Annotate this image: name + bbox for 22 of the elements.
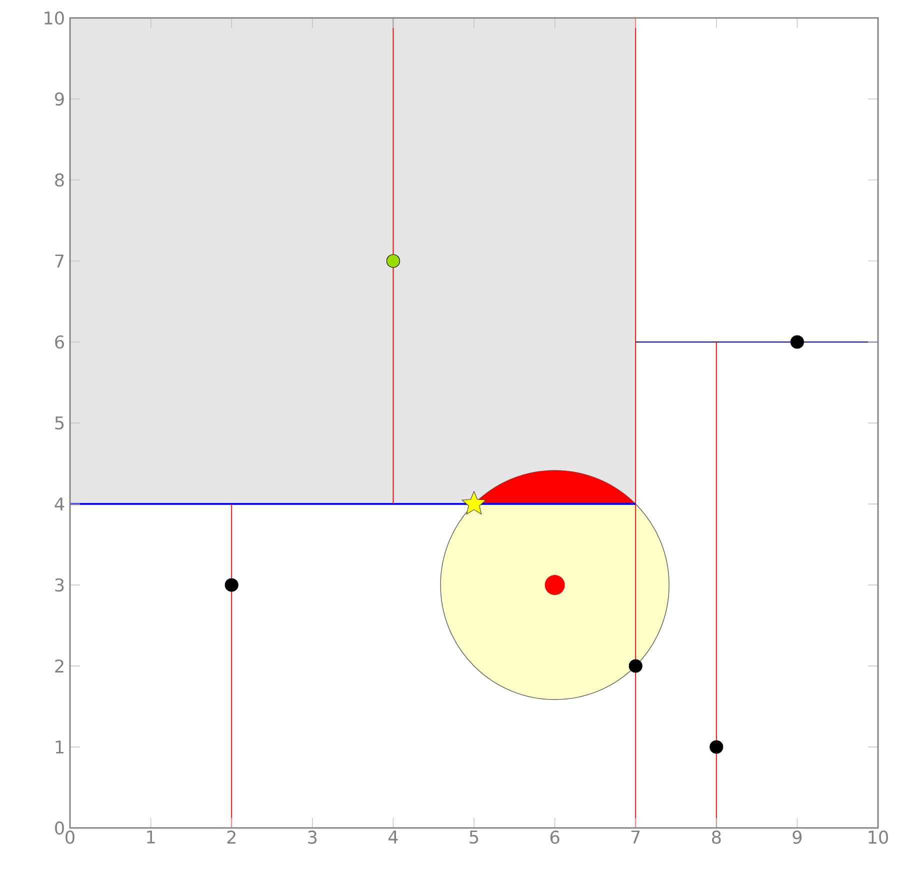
tick-label: 8 — [712, 830, 721, 844]
tick-label: 5 — [55, 416, 64, 430]
tick-label: 10 — [868, 830, 888, 844]
tick-label: 0 — [55, 821, 64, 835]
tick-label: 9 — [55, 92, 64, 106]
tick-label: 10 — [44, 11, 64, 25]
tick-label: 9 — [792, 830, 802, 844]
tick-label: 7 — [631, 830, 640, 844]
tick-label: 4 — [54, 498, 64, 510]
tick-label: 1 — [56, 740, 64, 754]
tick-label: 7 — [55, 254, 64, 268]
tick-label: 3 — [55, 578, 64, 592]
tick-label: 3 — [308, 830, 317, 844]
tick-label: 4 — [388, 830, 398, 844]
tick-label: 6 — [55, 335, 64, 349]
tick-label: 2 — [227, 830, 236, 844]
tick-label: 5 — [470, 830, 478, 844]
tick-label: 8 — [55, 173, 64, 187]
tick-label: 1 — [147, 830, 155, 844]
tick-label: 2 — [55, 659, 64, 672]
tick-label: 0 — [66, 830, 74, 844]
tick-label: 6 — [550, 830, 560, 844]
